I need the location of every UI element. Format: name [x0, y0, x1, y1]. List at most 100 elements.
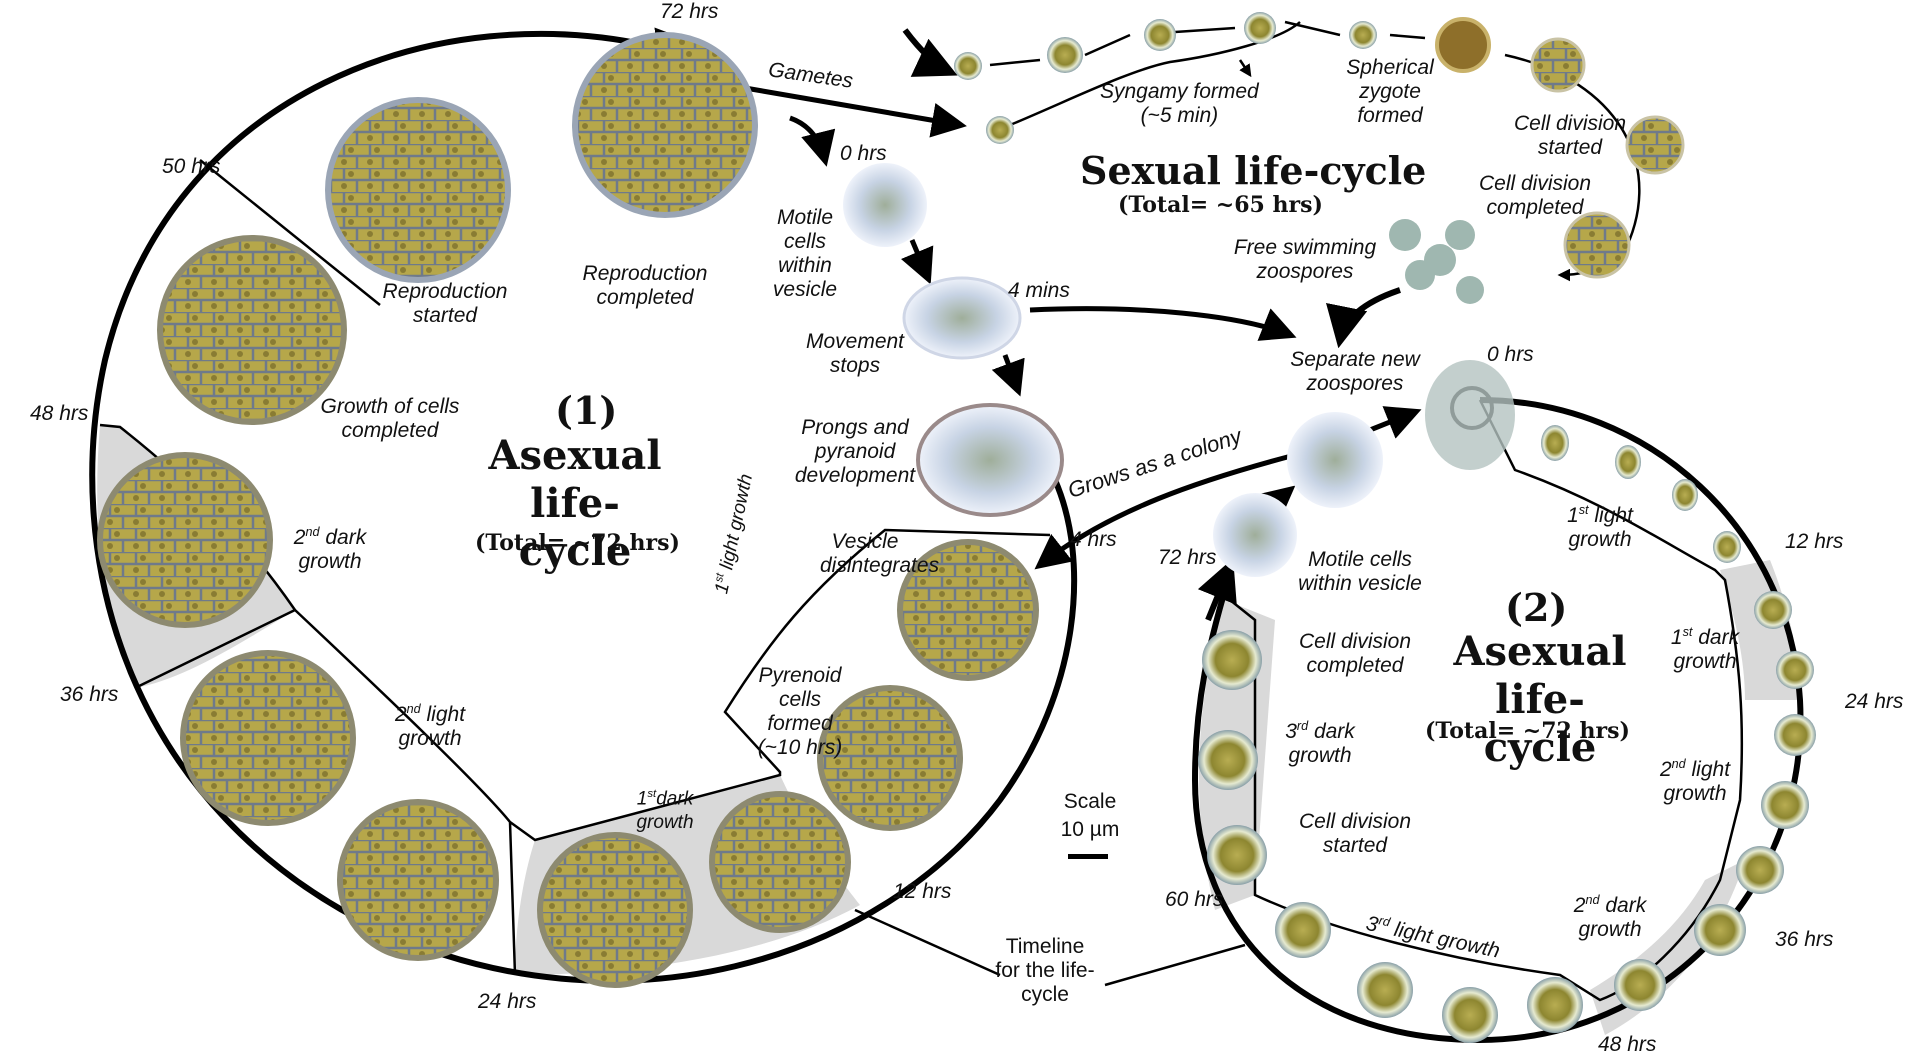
gamete-3 [1047, 37, 1083, 73]
c2-light3-sup: rd [1377, 913, 1392, 930]
label-c2-dark1: 1st dark growth [1670, 625, 1740, 673]
colony-images [97, 32, 1515, 988]
colony-dark1 [709, 791, 851, 933]
c2-dark1-text: dark growth [1673, 626, 1740, 673]
c2-dark2-text: dark growth [1578, 894, 1647, 941]
label-pyrenoid-time: (~10 hrs) [757, 736, 843, 759]
c2-light1-text: light growth [1568, 504, 1633, 551]
label-timeline: Timeline for the life-cycle [995, 935, 1095, 1006]
division-completed-cell [1563, 211, 1631, 279]
c1-light2-text: light growth [398, 703, 466, 750]
vesicle-colony-growing [1287, 412, 1383, 508]
c2-t0: 0 hrs [1487, 343, 1534, 366]
colony-light2 [337, 799, 499, 961]
label-division-started-sexual: Cell division started [1513, 112, 1627, 159]
colony-12hrs [817, 685, 963, 831]
label-c2-division-started: Cell division started [1298, 810, 1412, 857]
colony-prongs [916, 403, 1064, 517]
label-pyrenoid-text: Pyrenoid cells formed [758, 664, 842, 735]
label-separate: Separate new zoospores [1290, 348, 1420, 395]
colony-dark2 [97, 452, 273, 628]
label-scale-title: Scale [1063, 790, 1117, 813]
label-syngamy: Syngamy formed (~5 min) [1100, 80, 1259, 128]
c1-dark1-text: dark growth [636, 788, 694, 834]
syngamy-cell-1 [1144, 19, 1176, 51]
vesicle-0hrs [843, 163, 927, 247]
c2-t60: 60 hrs [1165, 888, 1224, 911]
cycle2-ring-arrow [1197, 558, 1237, 622]
label-reproduction-started: Reproduction started [382, 280, 508, 327]
c2-t36: 36 hrs [1775, 928, 1834, 951]
arrow-to-4mins [901, 239, 934, 285]
c1-t72: 72 hrs [660, 0, 719, 23]
label-scale-value: 10 µm [1060, 818, 1120, 841]
label-c2-dark2: 2nd dark growth [1573, 893, 1647, 941]
label-motile-c1: Motile cells within vesicle [772, 206, 838, 301]
label-prongs: Prongs and pyranoid development [794, 416, 916, 487]
scale-bar [1068, 854, 1108, 859]
zygote-cell [1349, 21, 1377, 49]
arrow-to-zoospore-cluster [1369, 406, 1422, 439]
cycle2-cells [1198, 425, 1816, 1043]
zoospore-cluster [1425, 360, 1515, 470]
c2-t48: 48 hrs [1598, 1033, 1657, 1056]
c2-dark1-sup: st [1682, 625, 1693, 639]
arrow-free-swimming [1326, 287, 1401, 349]
label-free-swimming: Free swimming zoospores [1233, 236, 1377, 283]
c1-light1-sup: st [713, 572, 727, 584]
gamete-1 [954, 52, 982, 80]
c2-number: (2) [1505, 585, 1568, 630]
c2-light1-sup: st [1578, 503, 1589, 517]
sexual-cells [954, 12, 1685, 304]
c2-t72: 72 hrs [1158, 546, 1217, 569]
c2-title: Asexual life-cycle [1453, 628, 1627, 771]
label-syngamy-text: Syngamy formed [1100, 80, 1259, 103]
c1-dark1-sup: st [647, 788, 657, 800]
arrow-grows-colony [1034, 452, 1296, 570]
label-c1-light2: 2nd light growth [394, 702, 466, 750]
label-c2-light1: 1st light growth [1567, 503, 1633, 551]
label-c1-dark1: 1stdark growth [636, 788, 694, 834]
colony-4hrs [897, 539, 1039, 681]
arrow-to-0hrs [789, 115, 836, 167]
label-c2-motile: Motile cells within vesicle [1298, 548, 1422, 595]
colony-movement [902, 276, 1022, 360]
colony-72hrs [572, 32, 758, 218]
arrow-to-prongs [991, 354, 1025, 397]
syngamy-cell-2 [1244, 12, 1276, 44]
c2-light2-text: light growth [1663, 758, 1731, 805]
colony-50hrs [325, 97, 511, 283]
division-mid-cell [1625, 115, 1685, 175]
c1-t36: 36 hrs [60, 683, 119, 706]
label-division-completed-sexual: Cell division completed [1478, 172, 1592, 219]
sexual-path [989, 20, 1641, 261]
label-movement: Movement stops [805, 330, 905, 377]
label-c2-division-completed: Cell division completed [1298, 630, 1412, 677]
c1-dark2-text: dark growth [298, 526, 367, 573]
c2-t24: 24 hrs [1845, 690, 1904, 713]
c2-total: (Total= ~72 hrs) [1425, 718, 1630, 744]
c1-t4h: 4 hrs [1070, 528, 1117, 551]
label-growth-completed: Growth of cells completed [320, 395, 460, 442]
c1-t24: 24 hrs [478, 990, 537, 1013]
c1-t4m: 4 mins [1008, 279, 1070, 302]
timeline-pointer [854, 908, 1246, 987]
c2-dark3-sup: rd [1296, 719, 1309, 733]
label-syngamy-time: (~5 min) [1140, 104, 1219, 127]
c2-t12: 12 hrs [1785, 530, 1844, 553]
c1-t50: 50 hrs [162, 155, 221, 178]
c1-number: (1) [555, 388, 618, 433]
cycle1-ring [89, 30, 1078, 984]
sexual-total: (Total= ~65 hrs) [1118, 192, 1323, 218]
arrow-entry [902, 28, 958, 77]
gamete-2 [986, 116, 1014, 144]
c1-light2-sup: nd [406, 702, 421, 716]
colony-36hrs [180, 650, 356, 826]
c1-total: (Total= ~72 hrs) [475, 530, 680, 556]
division-started-cell [1530, 37, 1586, 93]
c2-dark3-text: dark growth [1288, 720, 1355, 767]
cycle2-inner-boundary [1229, 399, 1744, 1002]
c1-dark2-sup: nd [305, 525, 320, 539]
sexual-title: Sexual life-cycle [1080, 148, 1427, 193]
